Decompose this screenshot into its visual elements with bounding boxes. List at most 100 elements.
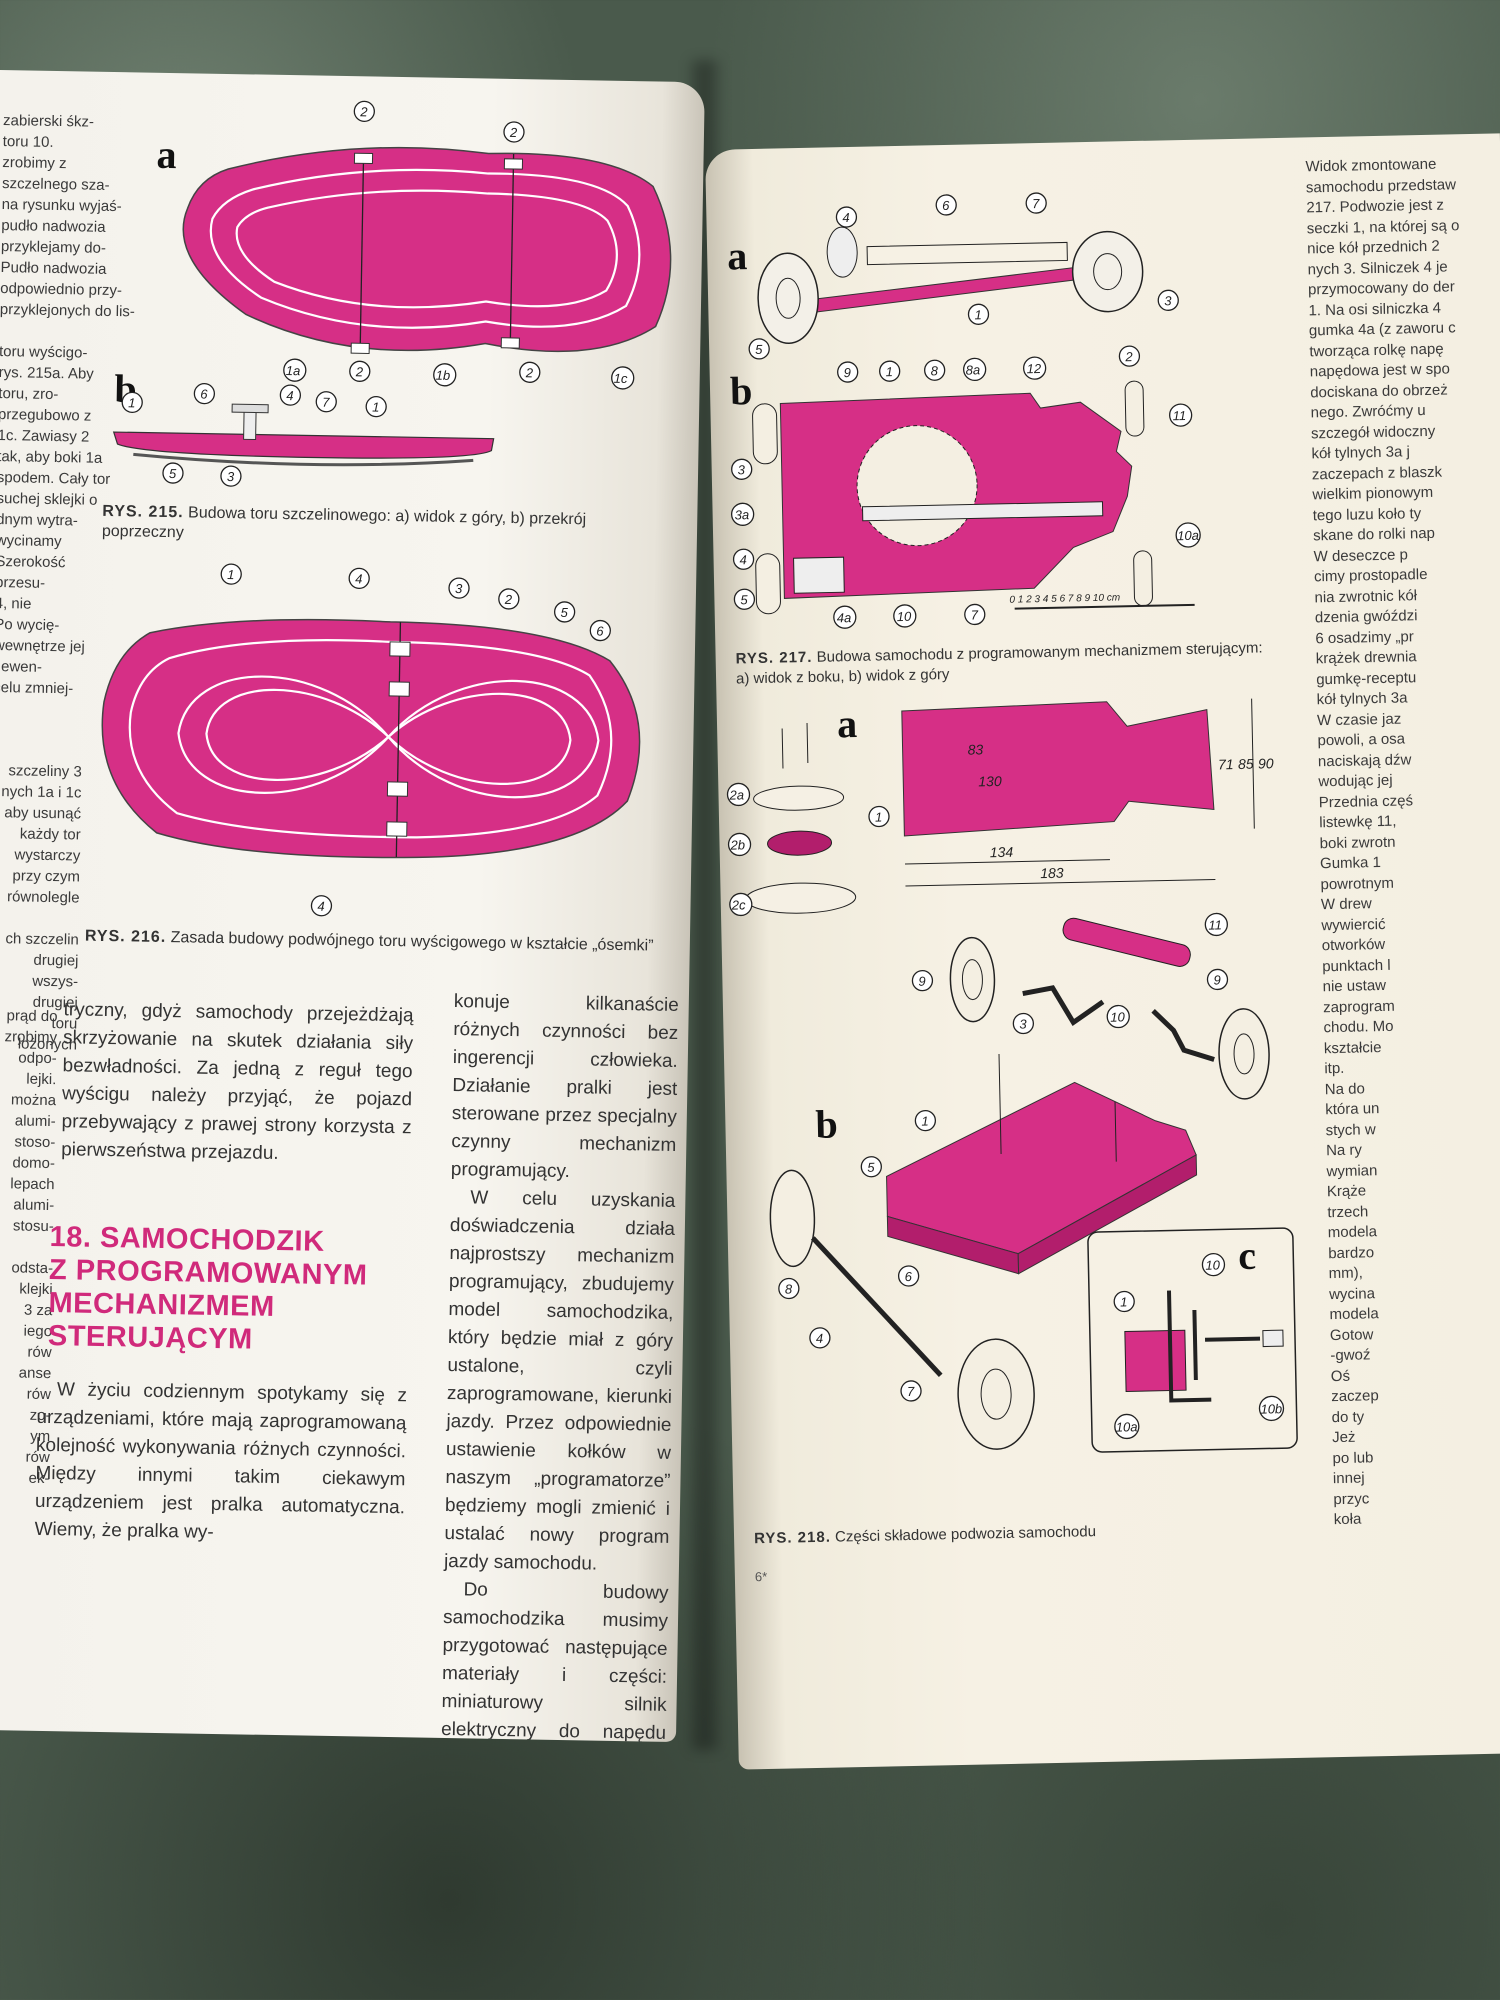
callout-1a: 1a (283, 358, 307, 382)
callout-1: 1 (365, 395, 387, 418)
callout-2: 2 (519, 361, 541, 383)
text-fragment-line: szczeliny 3 (8, 762, 82, 781)
text-fragment-line: wszys- (32, 972, 79, 991)
callout-10: 10 (1201, 1252, 1226, 1277)
svg-text:6: 6 (596, 623, 604, 638)
svg-text:7: 7 (1032, 196, 1040, 211)
figure-215-track-top-view: a 2 2 1a 2 1b 2 1c (156, 100, 672, 390)
svg-text:4: 4 (739, 552, 747, 567)
left-column-1: tryczny, gdyż samochody przejeżdżają skr… (61, 996, 414, 1170)
body-paragraph: W celu uzyskania doświadczenia działa na… (443, 1187, 676, 1575)
callout-10a: 10a (1175, 522, 1201, 548)
dimension-134: 134 (990, 844, 1014, 860)
text-fragment-line: przyklejamy do- (0, 238, 107, 257)
callout-6: 6 (897, 1265, 920, 1287)
body-paragraph: W życiu codziennym spotykamy się z urząd… (34, 1379, 408, 1543)
text-fragment-line: koła (1333, 1510, 1362, 1529)
svg-text:9: 9 (1213, 972, 1221, 987)
dimension-85: 85 (1238, 756, 1254, 772)
callout-6: 6 (935, 194, 957, 216)
svg-text:7: 7 (907, 1384, 915, 1399)
callout-2: 2 (503, 121, 525, 143)
callout-4: 4 (279, 384, 302, 406)
text-fragment-line: równolegle (6, 888, 80, 907)
text-fragment-line: toru wyścigo- (0, 343, 88, 362)
text-fragment-line: domo- (12, 1154, 56, 1173)
svg-text:9: 9 (918, 974, 926, 989)
callout-8: 8 (924, 359, 946, 381)
caption-text: Zasada budowy podwójnego toru wyścigoweg… (170, 929, 654, 955)
svg-text:10b: 10b (1260, 1401, 1282, 1416)
caption-label: RYS. 215. (102, 502, 184, 522)
text-fragment-line: wystarczy (14, 846, 81, 865)
figure-letter-a: a (727, 233, 748, 278)
svg-text:4: 4 (355, 571, 362, 586)
svg-text:5: 5 (755, 342, 763, 357)
text-fragment-line: 3 za (23, 1301, 53, 1320)
svg-text:2: 2 (355, 364, 364, 379)
svg-text:2b: 2b (729, 837, 745, 852)
callout-11: 11 (1169, 403, 1193, 427)
svg-text:3: 3 (227, 469, 235, 484)
callout-9: 9 (911, 969, 934, 992)
svg-text:10: 10 (1205, 1257, 1221, 1272)
heading-text: SAMOCHODZIK (99, 1221, 325, 1258)
svg-text:7: 7 (322, 395, 330, 410)
text-fragment-line (0, 320, 150, 344)
callout-1b: 1b (433, 363, 457, 387)
svg-text:6: 6 (904, 1269, 912, 1284)
svg-text:10: 10 (897, 609, 913, 624)
text-fragment-line: toru 10. (2, 133, 54, 151)
callout-5: 5 (748, 338, 770, 360)
callout-5: 5 (162, 462, 184, 484)
text-fragment-line: Pudło nadwozia (0, 259, 107, 278)
svg-text:6: 6 (200, 387, 208, 402)
callout-6: 6 (589, 619, 611, 642)
caption-label: RYS. 217. (735, 648, 813, 668)
callout-5: 5 (553, 601, 576, 623)
svg-text:1: 1 (128, 395, 135, 410)
callout-2: 2 (1118, 345, 1141, 367)
body-paragraph: konuje kilkanaście różnych czynności bez… (450, 991, 679, 1183)
callout-3: 3 (448, 577, 470, 599)
svg-text:11: 11 (1173, 408, 1187, 423)
svg-text:4: 4 (816, 1331, 824, 1346)
figure-217-top-view: b 9 1 8 8a 12 2 11 10a 3 3a 4 5 4a 10 7 … (730, 345, 1201, 629)
text-fragment-line: iego (23, 1322, 53, 1341)
text-fragment-line: stoso- (14, 1133, 56, 1152)
text-fragment-line: odsta- (11, 1259, 54, 1278)
text-fragment-line: szczelnego sza- (1, 175, 110, 194)
callout-4: 4 (732, 548, 755, 570)
svg-text:10a: 10a (1116, 1419, 1138, 1434)
caption-text: Budowa toru szczelinowego: a) widok z gó… (187, 504, 587, 529)
caption-label: RYS. 216. (84, 927, 167, 947)
svg-text:2: 2 (504, 592, 513, 607)
text-fragment-line: pudło nadwozia (1, 217, 106, 236)
figure-217-side-view: a 4 6 7 1 5 3 (727, 192, 1179, 360)
svg-text:5: 5 (560, 605, 568, 620)
callout-8: 8 (778, 1277, 800, 1300)
figure-218-chassis-parts: a 134 183 83 130 71 85 90 2a 2b 2c 1 9 1… (726, 698, 1298, 1453)
svg-text:1: 1 (974, 307, 982, 322)
dimension-90: 90 (1258, 755, 1274, 771)
heading-number: 18. (49, 1221, 92, 1254)
svg-text:1: 1 (921, 1114, 929, 1129)
svg-text:2: 2 (359, 104, 368, 119)
figure-letter-c: c (1238, 1233, 1257, 1278)
dimension-183: 183 (1040, 865, 1064, 881)
text-fragment-line: ch szczelin (5, 930, 79, 949)
dimension-130: 130 (978, 773, 1002, 789)
svg-text:1: 1 (886, 364, 894, 379)
svg-text:12: 12 (1026, 361, 1042, 376)
body-paragraph: Do budowy samochodzika musimy przygotowa… (440, 1579, 669, 1743)
text-fragment-line: alumi- (14, 1112, 56, 1131)
text-fragment-line: można (10, 1091, 57, 1110)
svg-text:1b: 1b (436, 368, 451, 383)
svg-text:8a: 8a (966, 362, 981, 377)
callout-1c: 1c (611, 366, 635, 390)
svg-text:8: 8 (785, 1281, 793, 1296)
right-page: a 4 6 7 1 5 3 b 9 1 8 8a 12 2 11 10a 3 3… (705, 133, 1500, 1770)
figure-letter-b: b (730, 368, 753, 413)
svg-text:2c: 2c (731, 897, 747, 912)
figure-215-track-cross-section: b 1 6 4 7 1 5 3 (112, 366, 495, 487)
